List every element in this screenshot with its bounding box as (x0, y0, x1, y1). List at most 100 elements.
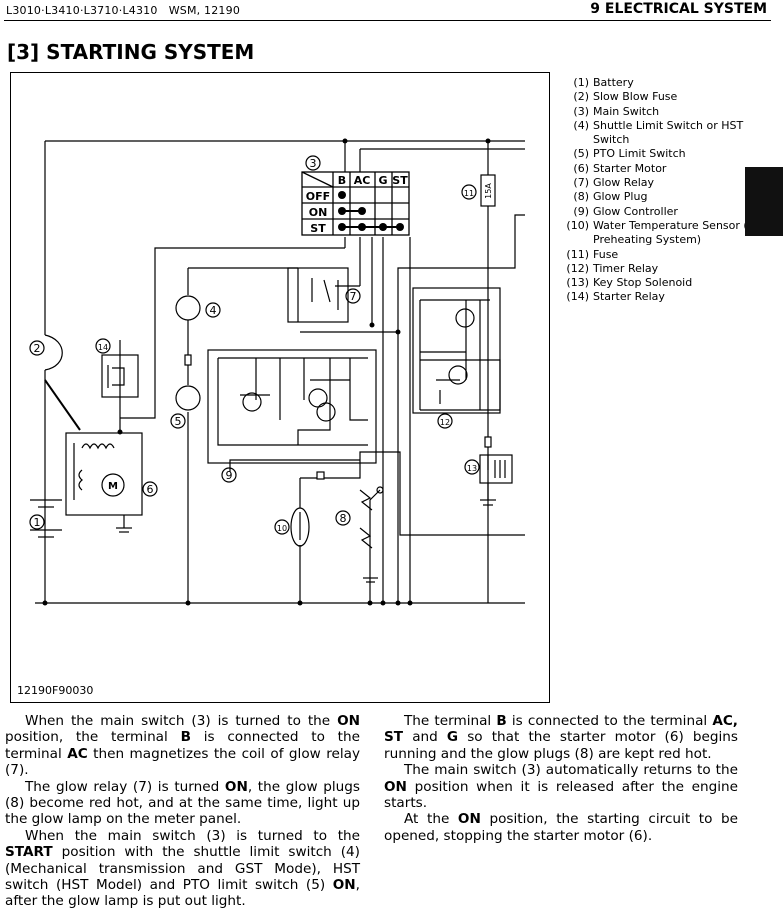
legend-item: (12)Timer Relay (556, 262, 768, 276)
body-emphasis: B (180, 729, 191, 746)
body-text: position, the starting circuit to be ope… (384, 811, 738, 844)
legend-item: (5)PTO Limit Switch (556, 147, 768, 161)
body-text: and (403, 729, 447, 746)
legend-number: (9) (573, 204, 589, 218)
callout-1: 1 (34, 516, 41, 529)
legend-item: (3) Main Switch (556, 105, 768, 119)
callout-6: 6 (147, 483, 154, 496)
legend-number: (14) (566, 290, 589, 304)
legend-number: (13) (566, 276, 589, 290)
body-paragraph: At the ON position, the starting circuit… (384, 811, 738, 844)
legend-label: Glow Controller (593, 204, 678, 218)
legend-item: (9) Glow Controller (556, 205, 768, 219)
legend-item: (2) Slow Blow Fuse (556, 90, 768, 104)
legend-number: (6) (573, 161, 589, 175)
legend-number: (11) (566, 247, 589, 261)
legend-item: (4)Shuttle Limit Switch or HST Switch (556, 119, 768, 148)
switch-contact-dots (338, 191, 404, 231)
glow-controller-box (207, 349, 377, 464)
body-text: position with the shuttle limit switch (… (5, 844, 360, 894)
switch-row-off: OFF (306, 190, 330, 203)
body-paragraph: When the main switch (3) is turned to th… (5, 713, 360, 779)
key-stop-solenoid-box (479, 454, 513, 484)
body-emphasis: ON (337, 713, 360, 729)
body-paragraph: The main switch (3) automatically return… (384, 762, 738, 811)
legend-label: Slow Blow Fuse (593, 90, 678, 104)
component-legend: (1) Battery (2) Slow Blow Fuse (3) Main Switc… (556, 76, 768, 305)
callout-9: 9 (226, 469, 233, 482)
starter-relay-box (101, 354, 139, 398)
legend-number: (10) (566, 218, 589, 232)
legend-label: Battery (593, 76, 634, 89)
timer-relay-circuit (419, 299, 490, 410)
body-column-1: When the main switch (3) is turned to th… (5, 713, 360, 910)
callout-7: 7 (350, 290, 357, 303)
body-text: The main switch (3) automatically return… (404, 762, 738, 779)
slow-blow-fuse-symbol (44, 334, 63, 371)
main-switch-table (301, 171, 410, 236)
fuse-rating: 15A (484, 183, 493, 199)
glow-controller-circuit (217, 357, 368, 446)
body-emphasis: ON (457, 811, 481, 828)
body-emphasis: ON (224, 778, 248, 795)
body-text: When the main switch (3) is turned to th… (25, 827, 360, 844)
legend-number: (8) (573, 190, 589, 204)
body-text: , the glow plugs (8) become red hot, and… (5, 778, 360, 828)
section-title: [3] STARTING SYSTEM (7, 40, 255, 64)
legend-number: (7) (573, 176, 589, 190)
body-paragraph: When the main switch (3) is turned to th… (5, 828, 360, 910)
legend-label: Key Stop Solenoid (593, 276, 693, 290)
starter-motor-circle (101, 473, 125, 497)
legend-item: (8)Glow Plug (556, 190, 768, 204)
callout-8: 8 (340, 512, 347, 525)
legend-label: Starter Motor (593, 161, 667, 175)
body-text: position, the terminal (5, 729, 181, 746)
body-emphasis: ON (332, 877, 356, 894)
body-text: then magnetizes the coil of glow relay (… (5, 745, 360, 779)
body-text: is connected to the terminal (5, 729, 360, 762)
legend-number: (2) (573, 90, 589, 104)
body-emphasis: START (5, 844, 53, 861)
body-emphasis: AC, ST (384, 713, 738, 746)
header-rule (4, 20, 771, 21)
legend-item: (10) Water Temperature Sensor (for Prehea… (556, 219, 768, 248)
legend-number: (12) (566, 261, 589, 275)
shuttle-limit-switch-circle (175, 295, 201, 321)
callout-4: 4 (210, 304, 217, 317)
callout-3: 3 (310, 157, 317, 170)
body-text: The glow relay (7) is turned (25, 778, 225, 795)
header-models: L3010·L3410·L3710·L4310 WSM, 12190 (6, 4, 241, 17)
switch-col-ac: AC (354, 174, 371, 187)
legend-number: (4) (573, 118, 589, 132)
callout-circles (29, 155, 480, 535)
body-paragraph: The glow relay (7) is turned ON, the glo… (5, 779, 360, 828)
body-text: is connected to the terminal (506, 713, 713, 729)
legend-label: Glow Relay (593, 176, 655, 190)
body-emphasis: ON (384, 778, 407, 795)
callout-12: 12 (440, 418, 450, 427)
body-paragraph: The terminal B is connected to the termi… (384, 713, 738, 762)
legend-number: (3) (573, 104, 589, 118)
legend-label: Starter Relay (593, 290, 665, 304)
legend-item: (7) Glow Relay (556, 176, 768, 190)
legend-label: Main Switch (593, 104, 660, 118)
figure-id: 12190F90030 (17, 684, 94, 697)
callout-10: 10 (277, 524, 287, 533)
callout-2: 2 (34, 342, 41, 355)
motor-label: M (108, 481, 118, 492)
body-emphasis: AC (67, 745, 88, 762)
legend-number: (5) (573, 147, 589, 161)
legend-number: (1) (573, 76, 589, 89)
legend-label: Water Temperature Sensor (for Preheating… (593, 218, 763, 247)
callout-14: 14 (98, 343, 108, 352)
figure-frame (10, 72, 550, 703)
callout-13: 13 (467, 464, 477, 473)
body-emphasis: B (496, 713, 507, 729)
glow-plug-symbols (359, 486, 384, 583)
water-temp-sensor-shape (290, 507, 310, 547)
legend-item: (11)Fuse (556, 248, 768, 262)
timer-relay-box (412, 287, 501, 414)
switch-col-g: G (378, 174, 387, 187)
switch-row-on: ON (309, 206, 328, 219)
